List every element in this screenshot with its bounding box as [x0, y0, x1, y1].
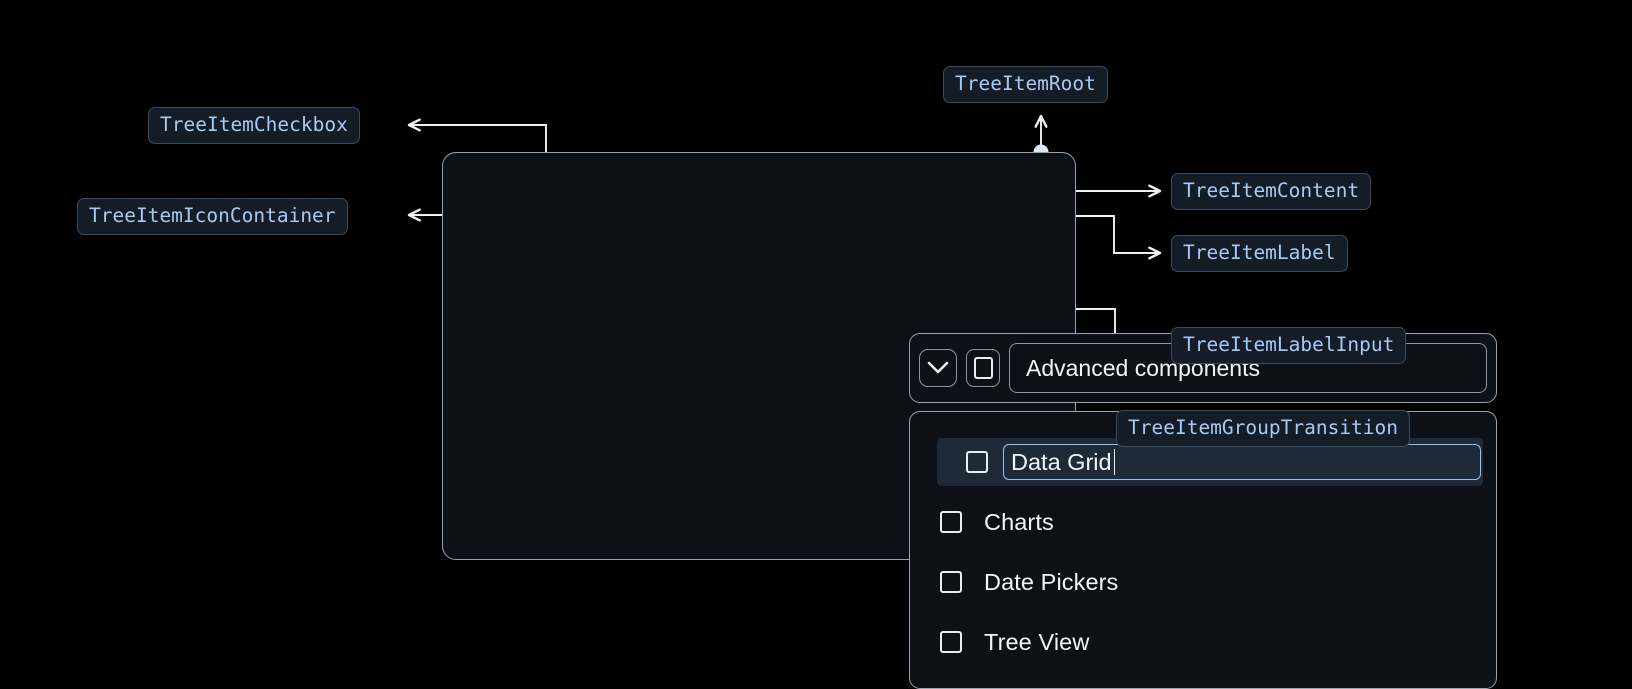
chevron-down-icon [927, 361, 949, 374]
tree-item-row-charts[interactable]: Charts [910, 498, 1496, 546]
checkbox-unchecked-icon [973, 357, 993, 379]
tree-item-group-transition: Data Grid Charts Date Pickers Tree View [909, 411, 1497, 689]
tree-item-row-date-pickers[interactable]: Date Pickers [910, 558, 1496, 606]
annotation-tree-item-root: TreeItemRoot [943, 66, 1108, 103]
annotation-tree-item-checkbox: TreeItemCheckbox [148, 107, 360, 144]
text-caret [1113, 449, 1116, 475]
annotation-tree-item-label: TreeItemLabel [1171, 235, 1348, 272]
checkbox-unchecked-icon[interactable] [966, 451, 988, 473]
annotation-tree-item-label-input: TreeItemLabelInput [1171, 327, 1407, 364]
tree-item-label-input-value: Data Grid [1011, 448, 1112, 475]
checkbox-unchecked-icon[interactable] [940, 511, 962, 533]
checkbox-unchecked-icon[interactable] [940, 631, 962, 653]
tree-item-label: Charts [984, 508, 1054, 535]
tree-item-label-input[interactable]: Data Grid [1003, 444, 1481, 480]
diagram-canvas: Advanced components Data Grid Charts Dat… [77, 66, 1497, 689]
annotation-tree-item-group-transition: TreeItemGroupTransition [1116, 410, 1411, 447]
tree-item-row-tree-view[interactable]: Tree View [910, 618, 1496, 666]
tree-item-icon-container[interactable] [919, 349, 957, 387]
tree-item-root[interactable]: Advanced components Data Grid Charts Dat… [442, 152, 1497, 689]
annotation-tree-item-content: TreeItemContent [1171, 173, 1372, 210]
tree-item-checkbox[interactable] [966, 349, 1000, 387]
checkbox-unchecked-icon[interactable] [940, 571, 962, 593]
tree-item-label: Date Pickers [984, 568, 1119, 595]
tree-item-label: Tree View [984, 628, 1090, 655]
annotation-tree-item-icon-container: TreeItemIconContainer [77, 198, 348, 235]
